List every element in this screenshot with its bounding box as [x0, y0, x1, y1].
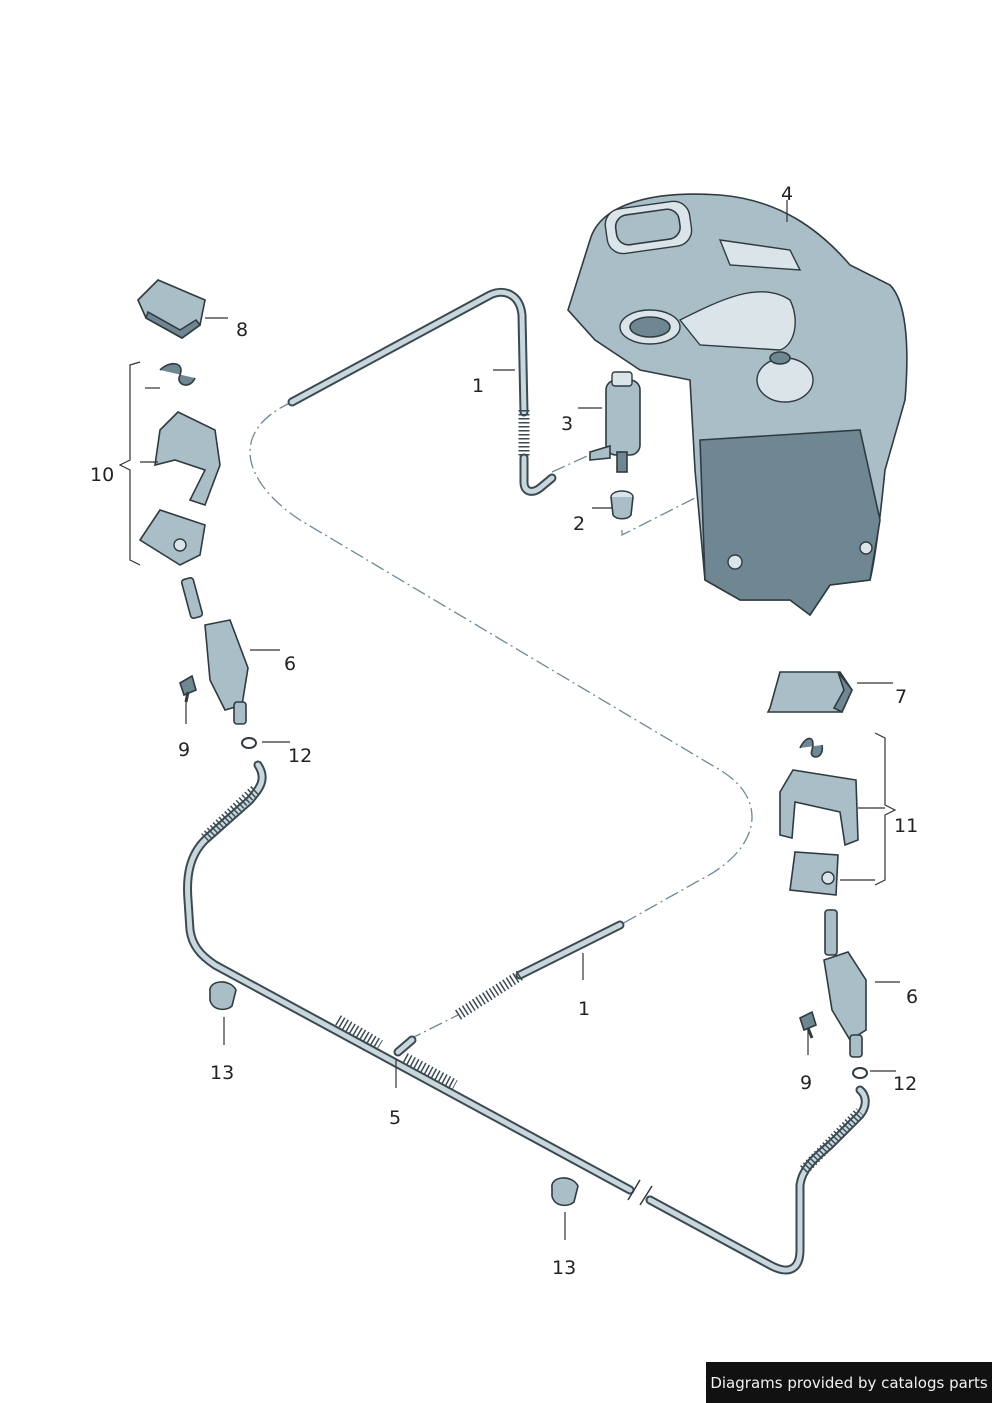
washer-hose-upper: [287, 287, 557, 496]
footer-credit: Diagrams provided by catalogs parts: [706, 1362, 992, 1403]
callout-hose-lower: 1: [578, 998, 590, 1020]
headlamp-washer-cap-left: [137, 279, 206, 339]
callout-screw-left: 9: [178, 739, 190, 761]
washer-pump: [589, 371, 641, 473]
callout-bracket-set-left: 10: [90, 464, 114, 486]
leader-lines: [118, 200, 900, 1240]
hose-clip-right: [551, 1177, 579, 1207]
callout-o-ring-right: 12: [893, 1073, 917, 1095]
t-hose-connection-line: [407, 1014, 459, 1041]
o-ring-left: [241, 737, 257, 749]
bracket-set-left: [138, 362, 221, 566]
callout-screw-right: 9: [800, 1072, 812, 1094]
screw-left: [179, 674, 197, 703]
callout-grommet: 2: [573, 513, 585, 535]
o-ring-right: [852, 1067, 868, 1079]
washer-nozzle-left: [180, 577, 249, 725]
callout-nozzle-left: 6: [284, 653, 296, 675]
hose-routing-line: [249, 401, 753, 926]
callout-nozzle-right: 6: [906, 986, 918, 1008]
hose-clip-left: [209, 981, 237, 1011]
callout-cap-left: 8: [236, 319, 248, 341]
headlamp-washer-cap-right: [766, 671, 853, 714]
washer-nozzle-right: [823, 909, 867, 1058]
callout-bracket-set-right: 11: [894, 815, 918, 837]
pump-connection-line: [551, 451, 597, 473]
washer-fluid-reservoir: [567, 193, 908, 617]
callout-clip-left: 13: [210, 1062, 234, 1084]
callout-clip-right: 13: [552, 1257, 576, 1279]
washer-hose-lower: [455, 920, 625, 1020]
pump-grommet: [610, 490, 634, 520]
callout-t-hose: 5: [389, 1107, 401, 1129]
bracket-set-right: [779, 737, 859, 896]
t-hose-assembly: [183, 760, 870, 1275]
callout-hose-upper: 1: [472, 375, 484, 397]
callout-cap-right: 7: [895, 686, 907, 708]
screw-right: [799, 1010, 817, 1039]
callout-pump: 3: [561, 413, 573, 435]
callout-reservoir: 4: [781, 183, 793, 205]
callout-o-ring-left: 12: [288, 745, 312, 767]
